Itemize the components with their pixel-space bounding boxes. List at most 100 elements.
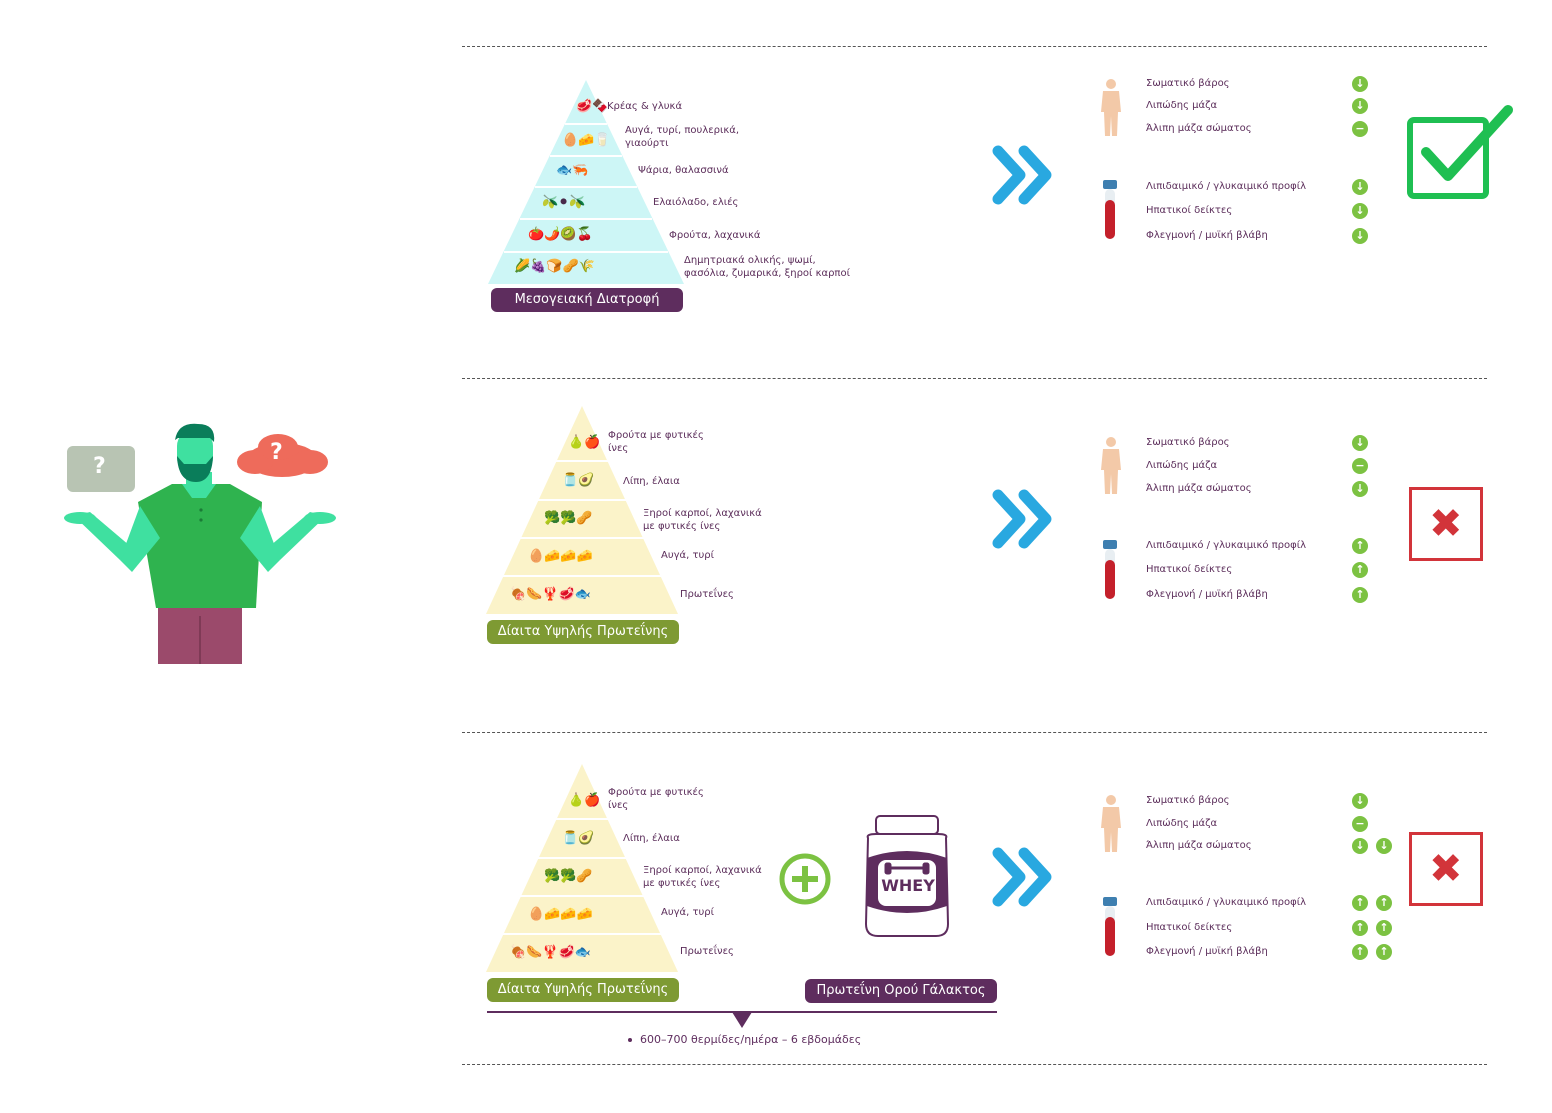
- metric-fat-mass: Λιπώδης μάζα: [1146, 100, 1218, 111]
- double-chevron-arrow-icon: [992, 145, 1052, 205]
- metric-lipid-profile: Λιπιδαιμικό / γλυκαιμικό προφίλ: [1146, 540, 1307, 551]
- divider-row1-row2: [462, 378, 1487, 379]
- eggs-cheese-icons: 🥚🧀🧀🧀: [528, 549, 593, 564]
- pyramid-level-label: Λίπη, έλαια: [623, 833, 680, 844]
- human-body-icon: [1101, 79, 1121, 136]
- up-arrow-icon: ↑: [1352, 944, 1368, 960]
- protein-icons: 🍖🌭🦞🥩🐟: [510, 587, 591, 602]
- pyramid-level-label: Πρωτεΐνες: [680, 946, 734, 957]
- plus-icon: [779, 853, 831, 905]
- down-arrow-icon: ↓: [1352, 203, 1368, 219]
- blood-test-tube-icon: [1103, 180, 1117, 239]
- down-arrow-icon: ↓: [1352, 228, 1368, 244]
- pyramid-level-label: Αυγά, τυρί: [661, 907, 715, 918]
- down-arrow-icon: ↓: [1352, 179, 1368, 195]
- fish-seafood-icons: 🐟🦐: [556, 163, 589, 178]
- speech-bubble-left: [67, 446, 135, 492]
- up-arrow-icon: ↑: [1352, 538, 1368, 554]
- divider-top: [462, 46, 1487, 47]
- down-arrow-icon: ↓: [1352, 481, 1368, 497]
- metric-fat-mass: Λιπώδης μάζα: [1146, 818, 1218, 829]
- divider-bottom: [462, 1064, 1487, 1065]
- metric-inflammation: Φλεγμονή / μυϊκή βλάβη: [1146, 589, 1268, 600]
- metric-lipid-profile: Λιπιδαιμικό / γλυκαιμικό προφίλ: [1146, 897, 1307, 908]
- metric-body-weight: Σωματικό βάρος: [1146, 78, 1230, 89]
- metric-liver-markers: Ηπατικοί δείκτες: [1146, 922, 1233, 933]
- confused-person-illustration: [64, 423, 336, 664]
- calorie-note: 600–700 θερμίδες/ημέρα – 6 εβδομάδες: [640, 1033, 862, 1046]
- cross-result-box: ✖: [1409, 487, 1483, 561]
- human-body-icon: [1101, 795, 1121, 852]
- eggs-cheese-icons: 🥚🧀🥛: [562, 133, 611, 148]
- high-protein-diet-title: Δίαιτα Υψηλής Πρωτεΐνης: [487, 620, 679, 644]
- pyramid-level-label: Πρωτεΐνες: [680, 589, 734, 600]
- eggs-cheese-icons: 🥚🧀🧀🧀: [528, 907, 593, 922]
- thought-cloud-right: [237, 434, 328, 477]
- fruit-fiber-icons: 🍐🍎: [568, 435, 601, 450]
- high-protein-pyramid: [486, 764, 678, 972]
- neutral-minus-icon: −: [1352, 121, 1368, 137]
- bullet-dot: [628, 1038, 632, 1042]
- high-protein-diet-title: Δίαιτα Υψηλής Πρωτεΐνης: [487, 978, 679, 1002]
- whey-protein-title: Πρωτεΐνη Ορού Γάλακτος: [805, 979, 997, 1003]
- meat-sweets-icons: 🥩🍫: [576, 99, 609, 114]
- blood-test-tube-icon: [1103, 897, 1117, 956]
- grains-icons: 🌽🍇🍞🥜🌾: [514, 259, 595, 274]
- metric-body-weight: Σωματικό βάρος: [1146, 437, 1230, 448]
- pyramid-level-label: Ελαιόλαδο, ελιές: [653, 197, 739, 208]
- up-arrow-icon: ↑: [1376, 944, 1392, 960]
- pyramid-level-label: Ξηροί καρποί, λαχανικά με φυτικές ίνες: [643, 865, 762, 889]
- up-arrow-icon: ↑: [1352, 895, 1368, 911]
- double-chevron-arrow-icon: [992, 489, 1052, 549]
- up-arrow-icon: ↑: [1352, 587, 1368, 603]
- mediterranean-diet-title: Μεσογειακή Διατροφή: [491, 288, 683, 312]
- up-arrow-icon: ↑: [1352, 920, 1368, 936]
- pyramid-level-label: Φρούτα, λαχανικά: [669, 230, 761, 241]
- fats-oils-icons: 🫙🥑: [562, 473, 595, 488]
- neutral-minus-icon: −: [1352, 816, 1368, 832]
- down-arrow-icon: ↓: [1352, 98, 1368, 114]
- pyramid-level-label: Ξηροί καρποί, λαχανικά με φυτικές ίνες: [643, 508, 762, 532]
- metric-lean-mass: Άλιπη μάζα σώματος: [1146, 483, 1252, 494]
- double-chevron-arrow-icon: [992, 847, 1052, 907]
- question-mark-right: ?: [270, 440, 283, 465]
- metric-lean-mass: Άλιπη μάζα σώματος: [1146, 840, 1252, 851]
- metric-liver-markers: Ηπατικοί δείκτες: [1146, 564, 1233, 575]
- cross-icon: ✖: [1429, 501, 1463, 547]
- cross-icon: ✖: [1429, 846, 1463, 892]
- metric-liver-markers: Ηπατικοί δείκτες: [1146, 205, 1233, 216]
- cross-result-box: ✖: [1409, 832, 1483, 906]
- pyramid-level-label: Φρούτα με φυτικές ίνες: [608, 430, 704, 454]
- metric-fat-mass: Λιπώδης μάζα: [1146, 460, 1218, 471]
- metric-lean-mass: Άλιπη μάζα σώματος: [1146, 123, 1252, 134]
- mediterranean-pyramid: [488, 80, 684, 284]
- high-protein-pyramid: [486, 406, 678, 614]
- pyramid-level-label: Αυγά, τυρί, πουλερικά, γιαούρτι: [625, 125, 740, 149]
- olive-oil-icons: 🫒⚫🫒: [542, 195, 586, 210]
- pyramid-level-label: Δημητριακά ολικής, ψωμί, φασόλια, ζυμαρι…: [684, 255, 850, 279]
- question-mark-left: ?: [93, 454, 106, 479]
- metric-inflammation: Φλεγμονή / μυϊκή βλάβη: [1146, 946, 1268, 957]
- down-arrow-icon: ↓: [1352, 838, 1368, 854]
- pyramid-level-label: Αυγά, τυρί: [661, 550, 715, 561]
- human-body-icon: [1101, 437, 1121, 494]
- pyramid-level-label: Κρέας & γλυκά: [607, 101, 683, 112]
- whey-protein-jar-icon: [864, 815, 950, 937]
- metric-inflammation: Φλεγμονή / μυϊκή βλάβη: [1146, 230, 1268, 241]
- protein-icons: 🍖🌭🦞🥩🐟: [510, 945, 591, 960]
- pyramid-level-label: Ψάρια, θαλασσινά: [638, 165, 729, 176]
- pyramid-level-label: Φρούτα με φυτικές ίνες: [608, 787, 704, 811]
- down-arrow-icon: ↓: [1352, 793, 1368, 809]
- pyramid-level-label: Λίπη, έλαια: [623, 476, 680, 487]
- metric-body-weight: Σωματικό βάρος: [1146, 795, 1230, 806]
- down-arrow-icon: ↓: [1376, 838, 1392, 854]
- fats-oils-icons: 🫙🥑: [562, 831, 595, 846]
- up-arrow-icon: ↑: [1352, 562, 1368, 578]
- down-arrow-icon: ↓: [1352, 76, 1368, 92]
- nuts-vegetables-icons: 🥦🥦🥜: [544, 869, 593, 884]
- fruit-fiber-icons: 🍐🍎: [568, 793, 601, 808]
- down-arrow-icon: ↓: [1352, 435, 1368, 451]
- blood-test-tube-icon: [1103, 540, 1117, 599]
- whey-label: WHEY: [881, 876, 935, 895]
- up-arrow-icon: ↑: [1376, 920, 1392, 936]
